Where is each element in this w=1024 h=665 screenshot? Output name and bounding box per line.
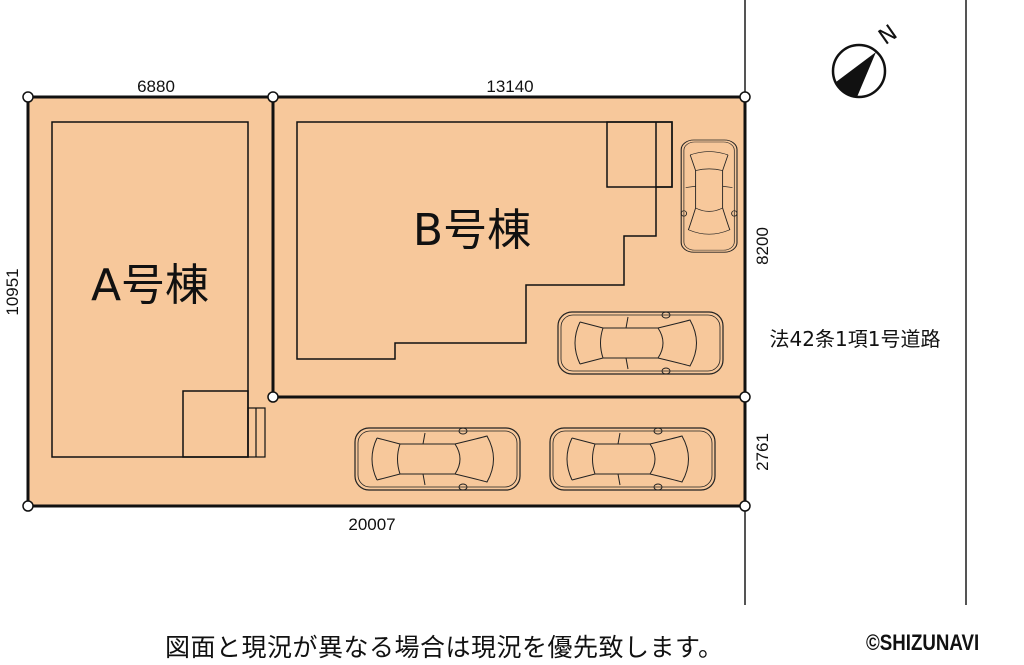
dimension-right-lower: 2761 — [753, 433, 772, 471]
dimension-top-right: 13140 — [486, 77, 533, 96]
dimension-right-upper: 8200 — [753, 227, 772, 265]
north-compass-icon: N — [831, 20, 902, 99]
building-b — [296, 121, 673, 360]
dimension-left: 10951 — [3, 268, 22, 315]
road-label: 法42条1項1号道路 — [770, 327, 941, 351]
building-b-label: B号棟 — [413, 205, 531, 256]
compass-north-label: N — [874, 20, 902, 50]
dimension-top-left: 6880 — [137, 77, 175, 96]
building-a-label: A号棟 — [91, 260, 209, 311]
boundary-markers — [22, 91, 751, 512]
copyright-watermark: ©SHIZUNAVI — [866, 630, 980, 655]
building-a — [51, 121, 266, 458]
disclaimer-text: 図面と現況が異なる場合は現況を優先致します。 — [165, 633, 724, 662]
dimension-bottom: 20007 — [348, 515, 395, 534]
